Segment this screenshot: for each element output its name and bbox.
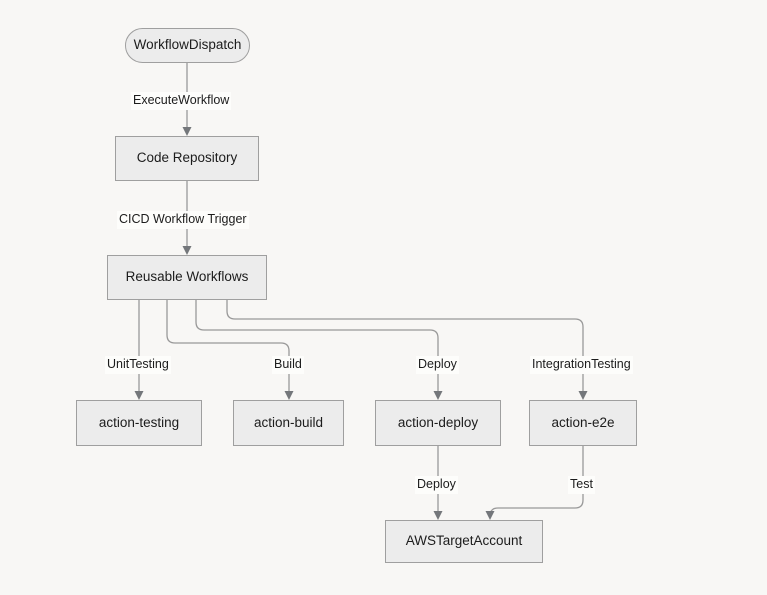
edge-reusable-to-testing-arrow xyxy=(134,391,144,400)
node-action-e2e-label: action-e2e xyxy=(551,414,615,430)
edge-reusable-to-e2e-path xyxy=(226,300,584,393)
edge-e2e-to-aws-arrow xyxy=(485,511,495,520)
edge-reusable-to-deploy-arrow xyxy=(433,391,443,400)
edge-deploy-to-aws-arrow xyxy=(433,511,443,520)
node-action-deploy-label: action-deploy xyxy=(397,414,479,430)
edge-label-deploy-branch: Deploy xyxy=(416,356,459,374)
node-action-testing[interactable]: action-testing xyxy=(76,400,202,446)
node-workflow-dispatch-label: WorkflowDispatch xyxy=(133,37,242,53)
edge-reusable-to-deploy-path xyxy=(195,300,439,393)
edge-label-execute-workflow: ExecuteWorkflow xyxy=(131,92,232,110)
node-workflow-dispatch[interactable]: WorkflowDispatch xyxy=(125,28,250,63)
node-action-e2e[interactable]: action-e2e xyxy=(529,400,637,446)
node-action-build-label: action-build xyxy=(253,414,324,430)
node-aws-target-account[interactable]: AWSTargetAccount xyxy=(385,520,543,563)
edge-label-test-to-aws: Test xyxy=(568,476,595,494)
node-aws-target-account-label: AWSTargetAccount xyxy=(405,533,523,549)
edge-label-unit-testing: UnitTesting xyxy=(105,356,171,374)
edge-reusable-to-build-path xyxy=(166,300,290,393)
node-action-build[interactable]: action-build xyxy=(233,400,344,446)
node-action-deploy[interactable]: action-deploy xyxy=(375,400,501,446)
edge-label-integration-testing: IntegrationTesting xyxy=(530,356,633,374)
edge-dispatch-to-repo-arrow xyxy=(182,127,192,136)
edge-reusable-to-e2e-arrow xyxy=(578,391,588,400)
node-reusable-workflows[interactable]: Reusable Workflows xyxy=(107,255,267,300)
edge-label-build: Build xyxy=(272,356,304,374)
edge-repo-to-reusable-arrow xyxy=(182,246,192,255)
edge-label-deploy-to-aws: Deploy xyxy=(415,476,458,494)
edge-label-cicd-workflow-trigger: CICD Workflow Trigger xyxy=(117,211,249,229)
node-code-repository-label: Code Repository xyxy=(136,150,238,166)
node-action-testing-label: action-testing xyxy=(98,414,180,430)
edge-reusable-to-build-arrow xyxy=(284,391,294,400)
node-code-repository[interactable]: Code Repository xyxy=(115,136,259,181)
node-reusable-workflows-label: Reusable Workflows xyxy=(125,269,249,285)
